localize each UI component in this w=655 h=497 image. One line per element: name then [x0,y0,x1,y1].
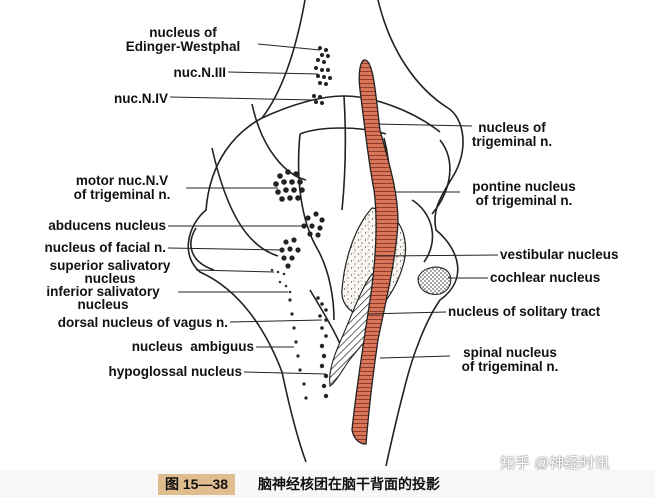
trochlear-dots [312,94,324,105]
label-cochlear: cochlear nucleus [490,270,601,285]
label-nuc-n-iii: nuc.N.III [173,65,226,80]
brainstem-diagram [167,0,499,467]
cochlear-nucleus-shape [417,266,452,295]
label-nuc-n-iv: nuc.N.IV [113,91,168,106]
caption-bar [0,470,655,497]
motor-trigeminal-dots [273,169,305,202]
hypoglossal-dots [319,343,329,399]
label-edinger-westphal: nucleus of Edinger-Westphal [125,25,241,54]
label-spinal-trigeminal: spinal nucleus of trigeminal n. [461,345,559,374]
facial-dots [279,237,301,269]
figure-number: 图 15—38 [158,474,236,495]
oculomotor-dots [314,66,332,86]
ambiguus-dots [288,298,308,400]
watermark: 知乎 @神经时讯 [500,455,610,472]
label-ambiguus: nucleus ambiguus [131,339,254,354]
label-dorsal-vagus: dorsal nucleus of vagus n. [57,315,228,330]
label-motor-nuc-v: motor nuc.N.V of trigeminal n. [73,173,171,202]
edinger-westphal-dots [316,46,330,64]
label-hypoglossal: hypoglossal nucleus [108,364,242,379]
brainstem-outline [187,0,464,467]
label-inferior-salivatory: inferior salivatory nucleus [46,284,160,312]
label-facial: nucleus of facial n. [44,240,166,255]
figure-title: 脑神经核团在脑干背面的投影 [258,476,440,492]
trigeminal-column [351,59,399,445]
label-pontine-nucleus: pontine nucleus of trigeminal n. [472,179,576,208]
salivatory-dots [270,268,292,294]
label-solitary: nucleus of solitary tract [448,304,601,319]
label-vestibular: vestibular nucleus [500,247,619,262]
label-abducens: abducens nucleus [48,218,166,233]
leader-lines [167,43,499,375]
label-superior-salivatory: superior salivatory nucleus [49,258,171,286]
vagus-dots [316,296,328,338]
label-trigeminal-nucleus: nucleus of trigeminal n. [471,120,553,149]
